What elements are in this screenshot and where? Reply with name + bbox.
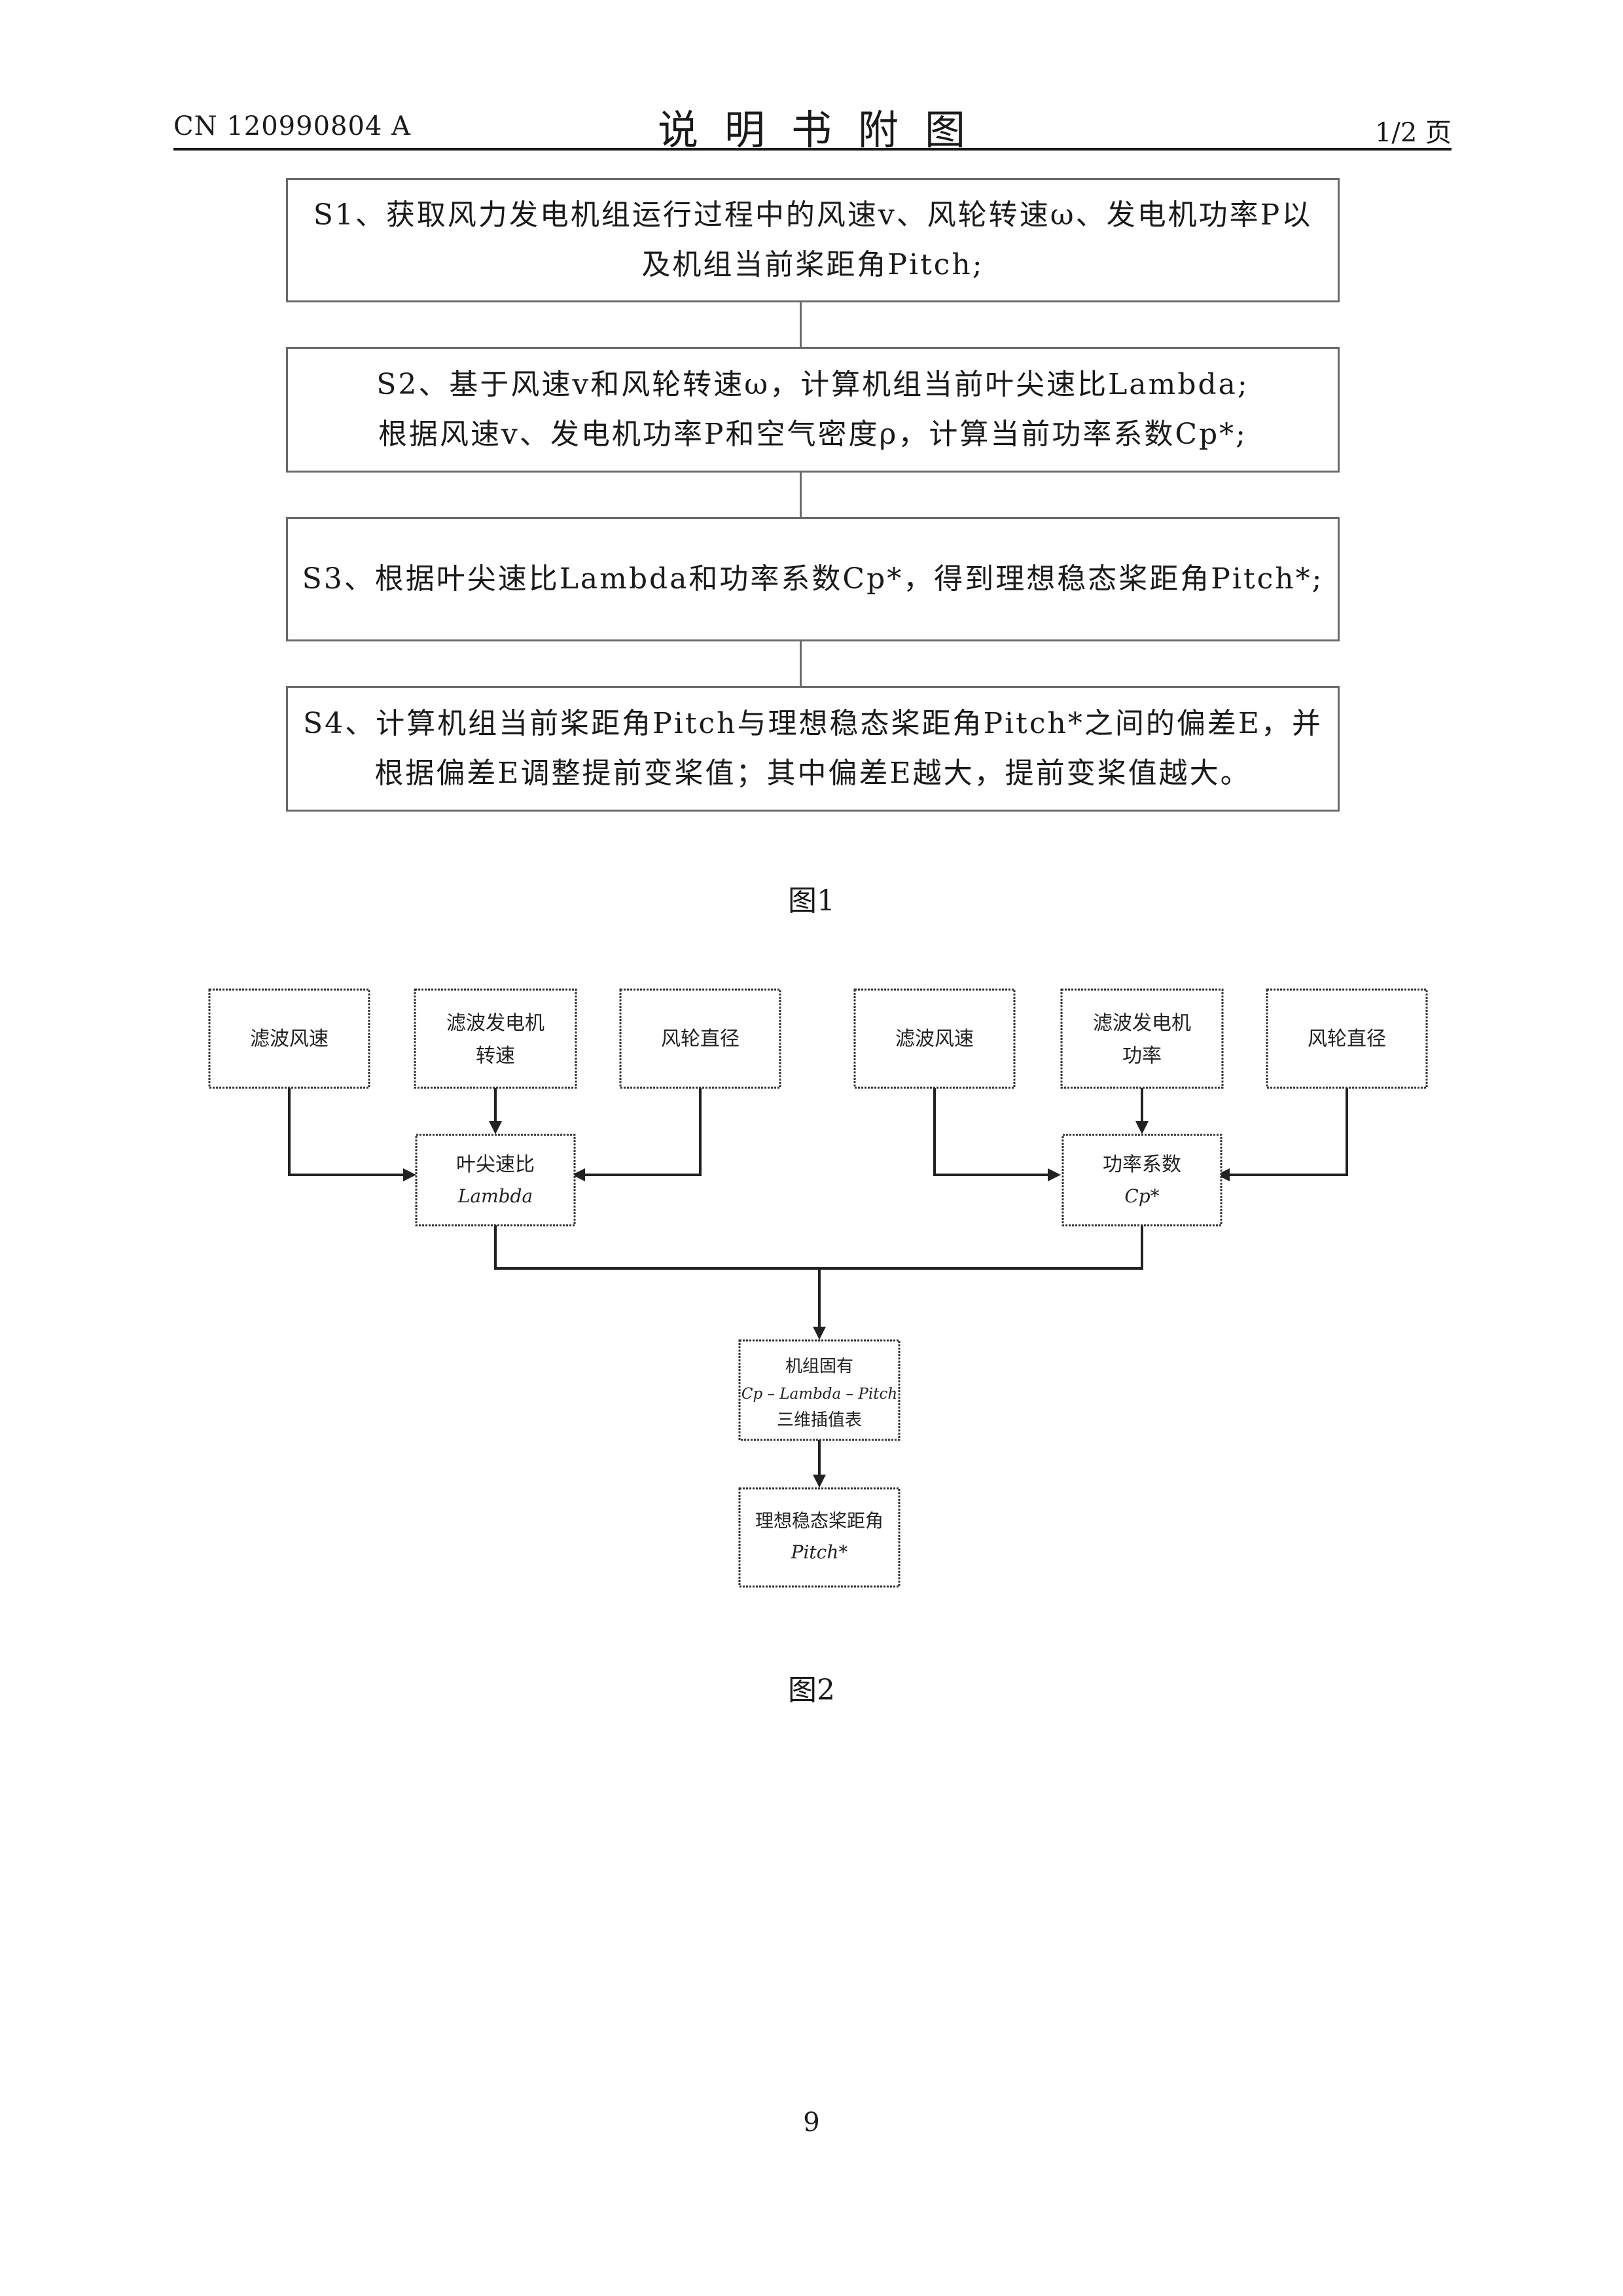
node-label: 功率系数: [1103, 1153, 1181, 1176]
node-label: 机组固有: [785, 1357, 853, 1376]
node-filtered-generator-speed: 滤波发电机 转速: [415, 990, 576, 1088]
arrow-right-icon: [403, 1168, 416, 1181]
node-label: 叶尖速比: [456, 1153, 535, 1176]
arrow-right-icon: [1048, 1168, 1061, 1181]
node-filtered-generator-power: 滤波发电机 功率: [1061, 990, 1222, 1088]
connector-wind-to-cp: [935, 1088, 1050, 1175]
node-label: 功率: [1122, 1045, 1162, 1067]
connector-diameter-to-cp: [1227, 1088, 1347, 1175]
node-label: Pitch*: [791, 1541, 848, 1563]
arrow-down-icon: [813, 1327, 826, 1340]
node-label: Lambda: [457, 1185, 533, 1207]
node-label: 风轮直径: [1308, 1028, 1386, 1050]
node-rotor-diameter-right: 风轮直径: [1267, 990, 1427, 1088]
node-label: Cp*: [1124, 1185, 1159, 1207]
node-ideal-pitch-angle: 理想稳态桨距角 Pitch*: [740, 1488, 899, 1587]
node-label: 风轮直径: [661, 1028, 740, 1050]
node-label: 理想稳态桨距角: [755, 1510, 883, 1532]
arrow-down-icon: [813, 1475, 826, 1488]
connector-diameter-to-lambda: [582, 1088, 700, 1175]
node-label: 滤波风速: [895, 1028, 974, 1050]
node-label: 滤波风速: [250, 1028, 329, 1050]
node-power-coefficient: 功率系数 Cp*: [1063, 1135, 1221, 1225]
node-label: Cp – Lambda – Pitch: [741, 1386, 897, 1403]
node-filtered-wind-speed-right: 滤波风速: [855, 990, 1014, 1088]
arrow-down-icon: [1135, 1121, 1149, 1134]
node-label: 三维插值表: [777, 1410, 862, 1430]
figure2-caption: 图2: [0, 1666, 1623, 1708]
node-filtered-wind-speed-left: 滤波风速: [209, 990, 369, 1088]
node-label: 滤波发电机: [446, 1012, 544, 1035]
arrow-down-icon: [489, 1121, 502, 1134]
node-rotor-diameter-left: 风轮直径: [620, 990, 780, 1088]
node-label: 转速: [476, 1045, 515, 1067]
connector-wind-to-lambda: [289, 1088, 406, 1175]
node-tip-speed-ratio: 叶尖速比 Lambda: [416, 1135, 575, 1225]
page-number: 9: [0, 2108, 1623, 2138]
node-label: 滤波发电机: [1093, 1012, 1191, 1035]
node-3d-interpolation-table: 机组固有 Cp – Lambda – Pitch 三维插值表: [740, 1340, 899, 1440]
connector-merge-bus: [495, 1225, 1142, 1268]
